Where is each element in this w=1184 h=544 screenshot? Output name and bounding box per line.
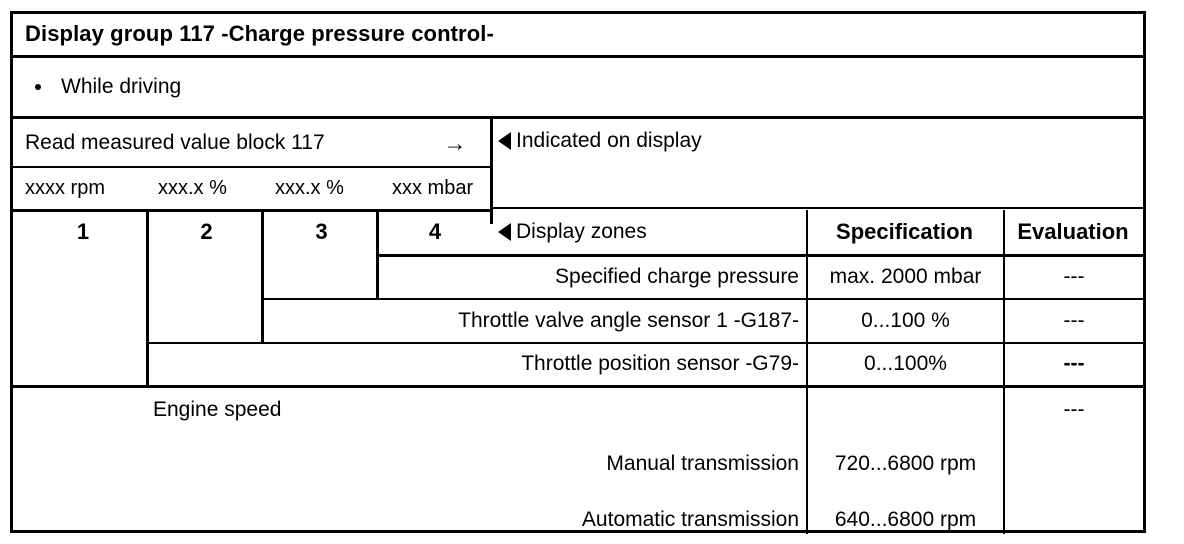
row-description-throttle-valve-angle-sensor: Throttle valve angle sensor 1 -G187- — [458, 308, 799, 332]
unit-label-1: xxxx rpm — [25, 177, 105, 199]
zone-number-3: 3 — [315, 218, 328, 244]
rule-under-read-instruction — [13, 166, 493, 168]
row-description-specified-charge-pressure: Specified charge pressure — [555, 264, 799, 288]
row-evaluation-throttle-position-sensor: --- — [1063, 352, 1085, 376]
row-specification-throttle-position-sensor: 0...100% — [864, 352, 947, 376]
manual-transmission-label: Manual transmission — [606, 452, 799, 476]
specification-header: Specification — [836, 218, 973, 244]
measured-value-block-table: Display group 117 -Charge pressure contr… — [10, 11, 1146, 534]
rule-under-row-1 — [264, 298, 1143, 300]
rule-under-condition — [13, 116, 1143, 119]
indicated-on-display-label: Indicated on display — [516, 129, 702, 153]
indicated-on-display-header: Indicated on display — [498, 121, 878, 161]
rule-under-zone-header — [378, 254, 1143, 257]
rule-under-row-3 — [13, 385, 1143, 388]
rail-left-right-split — [490, 116, 493, 224]
engine-speed-evaluation: --- — [1063, 398, 1085, 422]
right-arrow-icon: → — [443, 129, 467, 156]
rail-zone-2 — [261, 209, 264, 342]
row-specification-specified-charge-pressure: max. 2000 mbar — [829, 264, 982, 288]
rule-under-indicated — [493, 207, 1143, 209]
automatic-transmission-specification: 640...6800 rpm — [834, 508, 977, 532]
row-evaluation-specified-charge-pressure: --- — [1063, 264, 1085, 288]
left-triangle-icon-2 — [498, 223, 511, 241]
zone-number-4: 4 — [428, 218, 442, 244]
row-description-throttle-position-sensor: Throttle position sensor -G79- — [521, 352, 799, 376]
rule-under-title — [13, 55, 1143, 58]
unit-label-3: xxx.x % — [275, 177, 344, 199]
page-title: Display group 117 -Charge pressure contr… — [25, 21, 494, 47]
rail-zone-1 — [146, 209, 149, 385]
left-triangle-icon — [498, 132, 511, 150]
display-zones-header: Display zones — [498, 210, 808, 254]
rail-evaluation-left — [1003, 210, 1005, 534]
evaluation-header: Evaluation — [1017, 218, 1129, 244]
condition-row: While driving — [35, 58, 835, 116]
unit-label-4: xxx mbar — [392, 177, 474, 199]
zone-number-2: 2 — [200, 218, 213, 244]
rail-specification-left — [806, 210, 808, 534]
unit-label-2: xxx.x % — [158, 177, 227, 199]
rule-under-row-2 — [149, 342, 1143, 344]
read-instruction-label: Read measured value block 117 — [25, 131, 325, 155]
automatic-transmission-label: Automatic transmission — [581, 508, 799, 532]
manual-transmission-specification: 720...6800 rpm — [834, 452, 977, 476]
engine-speed-label: Engine speed — [153, 398, 282, 422]
row-specification-throttle-valve-angle-sensor: 0...100 % — [861, 308, 950, 332]
rule-under-units — [13, 209, 493, 212]
condition-label: While driving — [61, 75, 182, 99]
rail-zone-3 — [376, 209, 379, 299]
bullet-icon — [35, 84, 41, 90]
display-zones-label: Display zones — [516, 220, 647, 244]
row-evaluation-throttle-valve-angle-sensor: --- — [1063, 308, 1085, 332]
zone-number-1: 1 — [76, 218, 90, 244]
